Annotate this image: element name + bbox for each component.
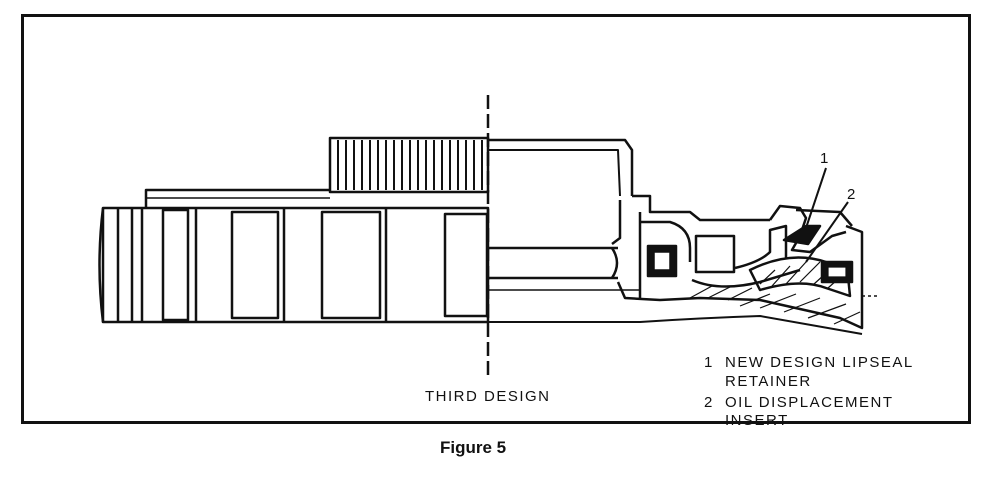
legend-item-1-line1: NEW DESIGN LIPSEAL bbox=[725, 354, 914, 371]
legend-item-2-number: 2 bbox=[704, 394, 714, 411]
housing-cross-section bbox=[488, 138, 864, 335]
piston-and-seals bbox=[646, 224, 801, 288]
housing-exterior-view bbox=[98, 188, 490, 324]
figure-caption: Figure 5 bbox=[440, 438, 507, 457]
figure-frame bbox=[21, 14, 971, 424]
legend-item-1-number: 1 bbox=[704, 354, 714, 371]
section-label: THIRD DESIGN bbox=[425, 388, 551, 405]
splined-drum bbox=[328, 136, 490, 194]
callout-number-1: 1 bbox=[820, 150, 830, 167]
legend-item-2-line2: INSERT bbox=[725, 412, 789, 429]
callout-2-leader bbox=[805, 201, 849, 263]
legend-item-2-line1: OIL DISPLACEMENT bbox=[725, 394, 894, 411]
oil-displacement-insert bbox=[689, 256, 878, 325]
callout-1-leader bbox=[805, 167, 827, 229]
legend-item-1-line2: RETAINER bbox=[725, 373, 812, 390]
callout-number-2: 2 bbox=[847, 186, 857, 203]
